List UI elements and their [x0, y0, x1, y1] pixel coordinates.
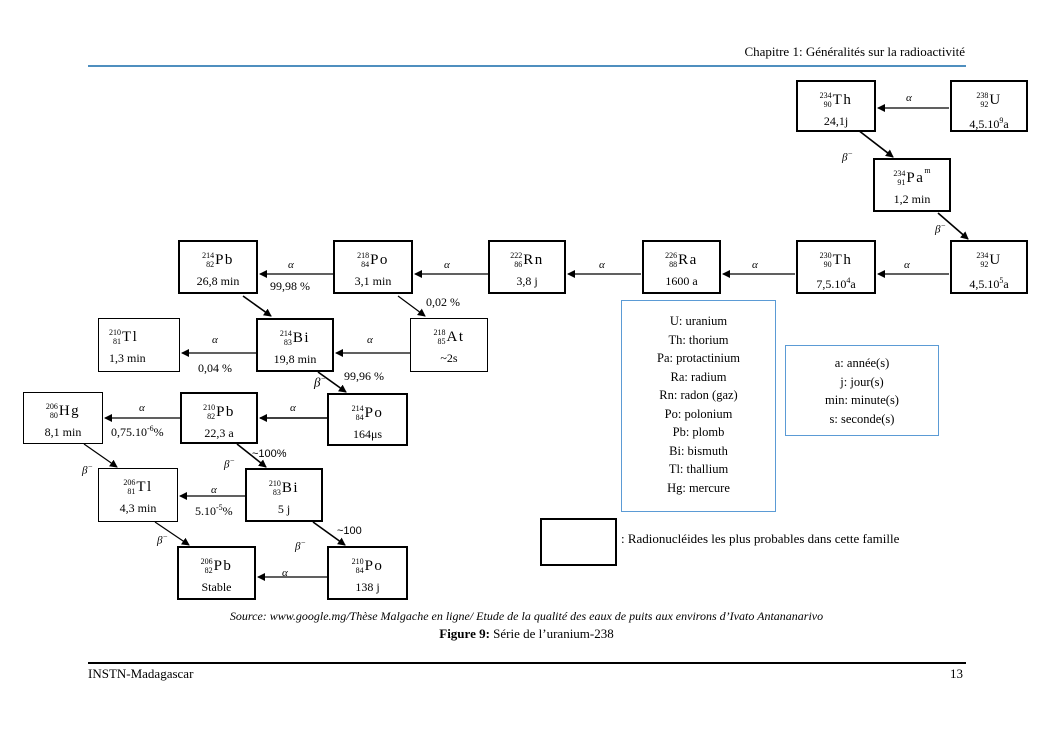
arrow-tl206-pb206: [154, 521, 190, 546]
alpha-label: α: [212, 334, 218, 346]
branch-pct-po218-at218: 0,02 %: [426, 295, 460, 309]
legend-element-item: Pb: plomb: [672, 425, 725, 439]
alpha-label: α: [367, 334, 373, 346]
footer-rule: [88, 662, 966, 664]
arrow-hg206-tl206: [83, 443, 118, 468]
legend-unit-item: s: seconde(s): [829, 411, 895, 426]
legend-unit-item: a: année(s): [834, 356, 890, 370]
legend-elements: U: uranium Th: thorium Pa: protactinium …: [621, 300, 776, 512]
page-header-title: Chapitre 1: Généralités sur la radioacti…: [744, 44, 965, 59]
branch-pct-bi210-tl206: 5.10-5%: [195, 503, 233, 518]
legend-element-item: Hg: mercure: [667, 480, 730, 495]
key-bold-box-sample: [540, 518, 617, 566]
legend-element-item: U: uranium: [669, 314, 728, 328]
alpha-label: α: [444, 259, 450, 271]
branch-pct-bi210-po210: ~100: [337, 525, 362, 537]
arrow-po218-at218: [397, 295, 426, 317]
arrow-bi210-po210: [312, 521, 346, 546]
branch-pct-bi214-po214: 99,96 %: [344, 369, 384, 383]
alpha-label: α: [288, 259, 294, 271]
arrow-pb210-bi210: [236, 443, 267, 468]
legend-element-item: Pa: protactinium: [657, 351, 740, 365]
arrow-pb214-bi214: [242, 295, 272, 317]
beta-label: β−: [842, 149, 853, 164]
figure-source: Source: www.google.mg/Thèse Malgache en …: [229, 609, 824, 623]
header-rule: [88, 65, 966, 67]
beta-label: β−: [935, 221, 946, 236]
alpha-label: α: [752, 259, 758, 271]
legend-element-item: Ra: radium: [670, 369, 727, 384]
branch-pct-pb210-bi210: ~100%: [252, 448, 287, 460]
beta-label: β−: [295, 538, 306, 553]
alpha-label: α: [290, 402, 296, 414]
footer-institution: INSTN-Madagascar: [88, 666, 194, 681]
branch-pct-pb210-hg206: 0,75.10-6%: [111, 424, 164, 439]
arrow-bi214-po214: [317, 371, 347, 393]
legend-element-item: Bi: bismuth: [669, 443, 728, 458]
legend-element-item: Rn: radon (gaz): [659, 388, 738, 402]
legend-element-item: Po: polonium: [664, 406, 733, 421]
key-description: : Radionucléides les plus probables dans…: [621, 531, 900, 546]
legend-element-item: Th: thorium: [668, 332, 729, 347]
arrow-th234-pa234: [857, 129, 894, 158]
beta-label: β−: [314, 374, 326, 390]
legend-unit-item: j: jour(s): [840, 374, 884, 389]
branch-pct-po218-pb214: 99,98 %: [270, 279, 310, 293]
branch-pct-bi214-tl210: 0,04 %: [198, 361, 232, 375]
alpha-label: α: [282, 567, 288, 579]
alpha-label: α: [139, 402, 145, 414]
beta-label: β−: [82, 462, 93, 477]
footer-page-number: 13: [950, 666, 963, 681]
beta-label: β−: [157, 532, 168, 547]
legend-element-item: Tl: thallium: [668, 462, 729, 476]
alpha-label: α: [906, 92, 912, 104]
alpha-label: α: [599, 259, 605, 271]
arrow-pa234-u234: [937, 212, 969, 240]
legend-unit-item: min: minute(s): [825, 393, 899, 407]
legend-units: a: année(s) j: jour(s) min: minute(s) s:…: [785, 345, 939, 436]
alpha-label: α: [904, 259, 910, 271]
alpha-label: α: [211, 484, 217, 496]
beta-label: β−: [224, 456, 235, 471]
figure-caption: Figure 9: Série de l’uranium-238: [439, 626, 614, 641]
